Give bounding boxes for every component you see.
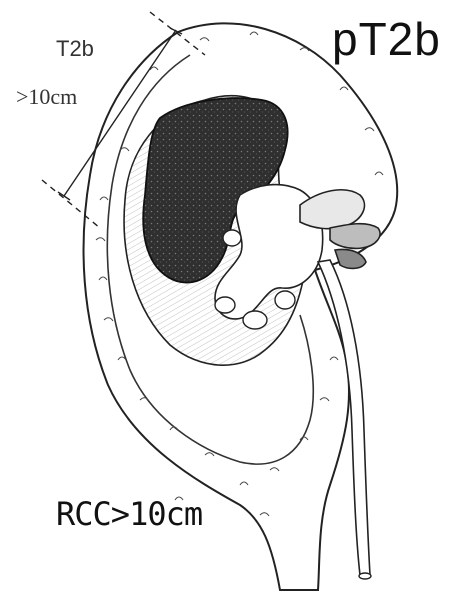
diagram-caption: RCC>10cm (56, 498, 202, 530)
pathologic-stage-label: pT2b (332, 16, 441, 62)
ureter (318, 260, 370, 575)
size-threshold-label: >10cm (16, 86, 77, 108)
ureter-end (359, 573, 371, 579)
tumor-category-label: T2b (56, 38, 94, 60)
